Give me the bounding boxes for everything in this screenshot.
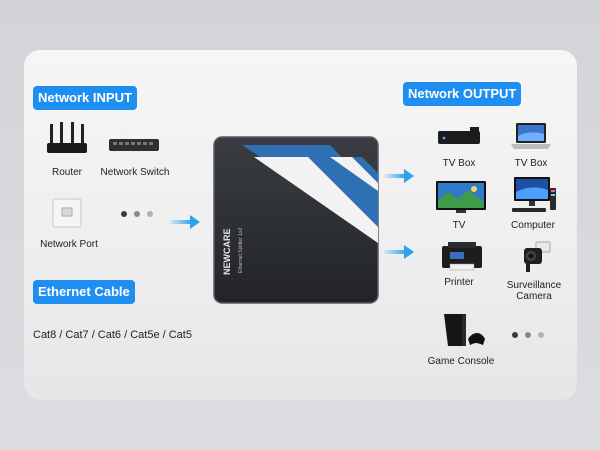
computer-label: Computer: [511, 220, 555, 231]
output-arrow-bottom-icon: [384, 245, 414, 259]
printer-icon: [442, 242, 482, 271]
printer-label: Printer: [444, 277, 474, 288]
router-icon: [47, 122, 87, 153]
tv-box-icon: [438, 127, 480, 144]
laptop-label: TV Box: [514, 158, 548, 169]
surveillance-camera-icon: [524, 241, 551, 272]
network-port-icon: [52, 198, 82, 228]
network-port-label: Network Port: [40, 239, 98, 250]
tv-icon: [436, 181, 486, 213]
dot: [512, 332, 518, 338]
dot: [147, 211, 153, 217]
tv-label: TV: [452, 220, 466, 231]
output-more-dots: [512, 332, 544, 338]
dot: [525, 332, 531, 338]
network-switch-icon: [109, 139, 159, 151]
laptop-icon: [511, 123, 551, 149]
tv-box-label: TV Box: [442, 158, 476, 169]
router-label: Router: [51, 167, 82, 178]
dot: [538, 332, 544, 338]
dot: [121, 211, 127, 217]
model-text: Ethernet Splitter 1x2: [238, 227, 244, 273]
brand-text: NEWCARE: [222, 229, 232, 276]
network-switch-label: Network Switch: [100, 167, 170, 178]
network-output-badge: Network OUTPUT: [403, 82, 522, 106]
output-arrow-top-icon: [384, 169, 414, 183]
input-arrow-icon: [170, 215, 200, 229]
surveillance-camera-label: Surveillance Camera: [506, 280, 562, 302]
game-console-label: Game Console: [427, 356, 495, 367]
dot: [134, 211, 140, 217]
network-input-badge: Network INPUT: [33, 86, 137, 110]
input-more-dots: [121, 211, 153, 217]
game-console-icon: [444, 314, 485, 346]
computer-icon: [512, 177, 556, 212]
cable-types-text: Cat8 / Cat7 / Cat6 / Cat5e / Cat5: [33, 329, 192, 341]
ethernet-splitter-icon: NEWCARE Ethernet Splitter 1x2: [213, 136, 379, 304]
ethernet-cable-badge: Ethernet Cable: [33, 280, 135, 304]
